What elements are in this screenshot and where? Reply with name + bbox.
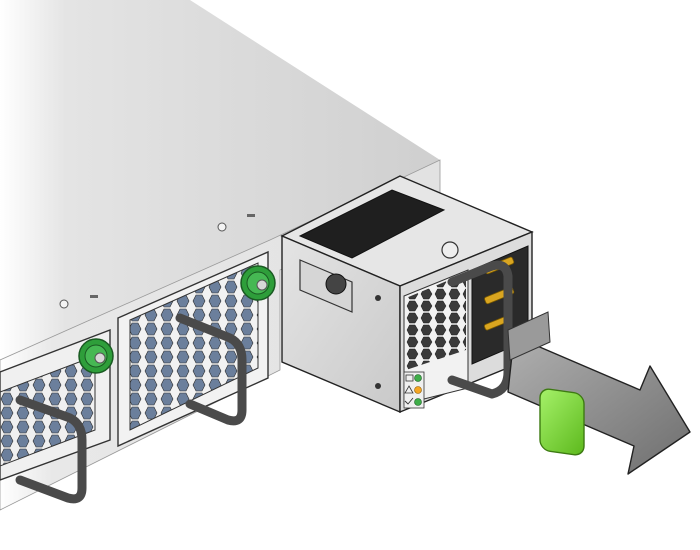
chassis-screw-indicator — [217, 222, 227, 232]
psu-handle[interactable] — [447, 260, 513, 399]
fan-handle-left — [15, 395, 87, 504]
led-green — [414, 398, 422, 406]
thumbscrew-green[interactable] — [78, 338, 114, 374]
power-supply-side-button — [325, 273, 347, 295]
power-supply-icon — [405, 374, 414, 382]
led-amber — [414, 386, 422, 394]
thumbscrew-green[interactable] — [240, 265, 276, 301]
chassis-label-mark — [247, 214, 255, 217]
chassis-top — [0, 0, 440, 360]
chassis-label-mark — [90, 295, 98, 298]
power-supply-front-screw — [375, 383, 381, 389]
release-latch-arm — [507, 311, 551, 361]
removal-direction-arrow — [507, 335, 691, 475]
chassis-screw-indicator — [59, 299, 69, 309]
warning-icon — [404, 385, 414, 394]
status-led-panel — [403, 371, 425, 409]
fan-module-grille — [129, 262, 259, 431]
power-supply-front-screw — [375, 295, 381, 301]
power-supply-top-recess — [298, 189, 446, 259]
led-green — [414, 374, 422, 382]
release-latch[interactable] — [539, 388, 585, 456]
ok-icon — [404, 397, 414, 405]
power-supply-grille-holes — [406, 273, 466, 370]
fan-handle — [175, 313, 247, 426]
power-supply-top-button — [441, 241, 459, 259]
